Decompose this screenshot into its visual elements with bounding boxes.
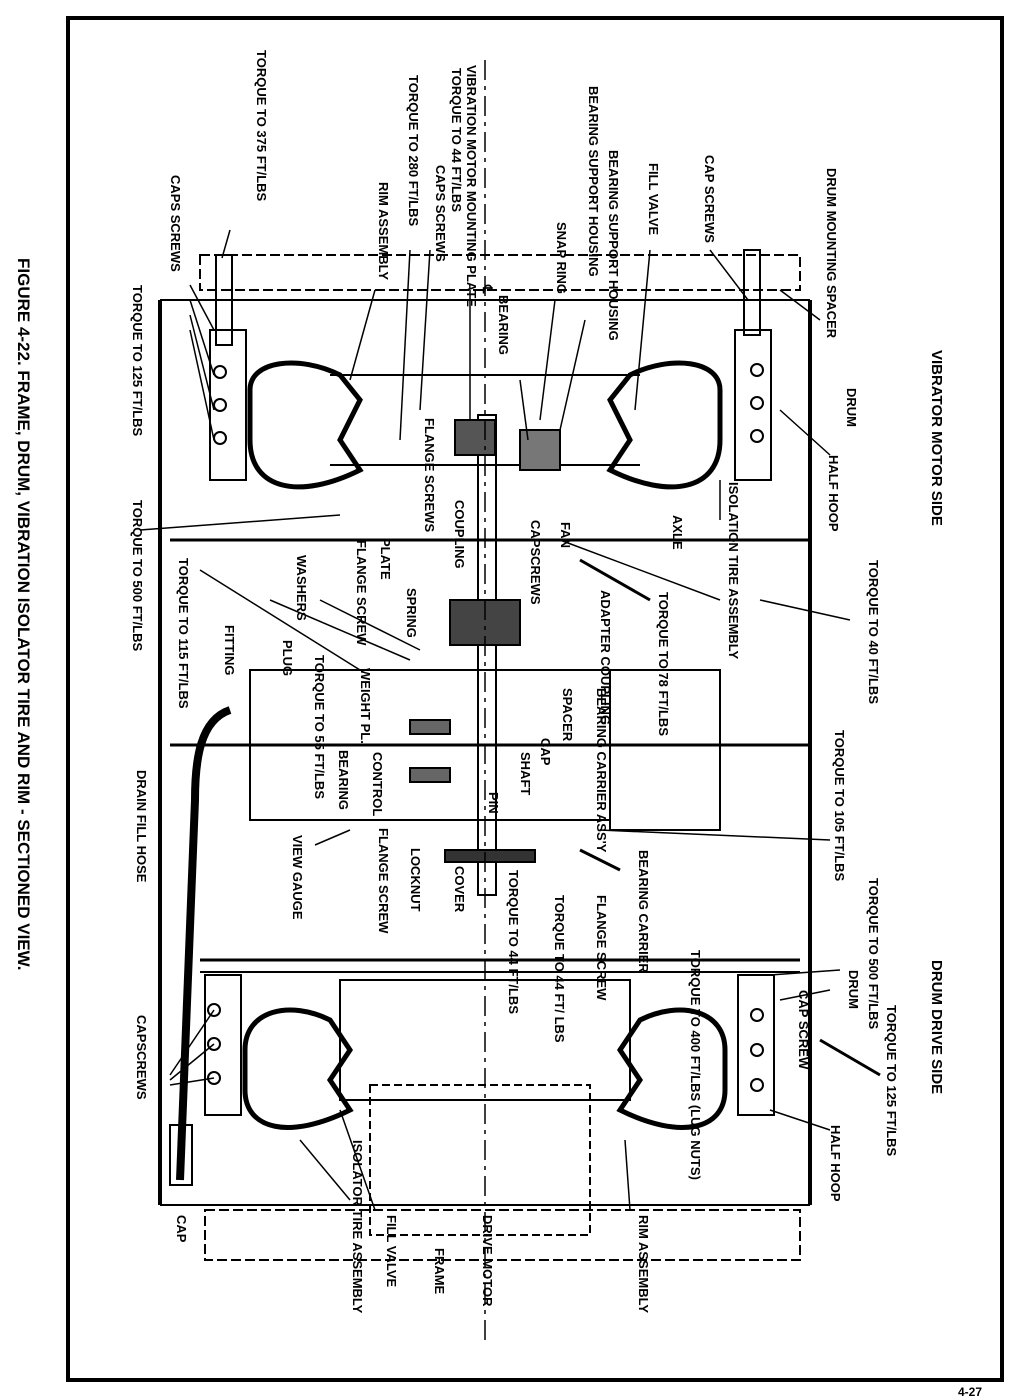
label-caps-screws-center: CAPS SCREWS — [433, 165, 448, 262]
label-torque-125-left: TORQUE TO 125 FT/LBS — [130, 285, 145, 437]
label-capscrews-bottom: CAPSCREWS — [134, 1015, 149, 1100]
label-vibration-motor-mounting-plate: VIBRATION MOTOR MOUNTING PLATE — [464, 65, 479, 307]
label-control: CONTROL — [370, 752, 385, 817]
label-caps-screws-left: CAPS SCREWS — [168, 175, 183, 272]
label-torque-280: TORQUE TO 280 FT/LBS — [406, 75, 421, 227]
label-axle: AXLE — [670, 515, 685, 550]
label-weight-pl: WEIGHT PL. — [358, 668, 373, 744]
label-torque-40: TORQUE TO 40 FT/LBS — [866, 560, 881, 704]
label-cap-bottom: CAP — [174, 1215, 189, 1243]
label-fill-valve-top: FILL VALVE — [646, 163, 661, 236]
label-view-gauge: VIEW GAUGE — [290, 835, 305, 920]
label-pin: PIN — [486, 792, 501, 814]
cover-plate — [444, 849, 536, 863]
label-plug: PLUG — [280, 640, 295, 677]
label-cap-screws-top: CAP SCREWS — [702, 155, 717, 243]
label-flange-screw-3: FLANGE SCREW — [594, 895, 609, 1001]
bolt-left-top — [215, 254, 233, 346]
label-bearing-carrier: BEARING CARRIER — [636, 850, 651, 973]
label-torque-44-top: TORQUE TO 44 FT/LBS — [449, 68, 464, 212]
frame-rail-top — [199, 254, 801, 291]
half-hoop-top-right — [734, 329, 772, 481]
label-isolation-tire-assembly-top: ISOLATION TIRE ASSEMBLY — [726, 482, 741, 660]
label-centerline: ℄ — [480, 285, 495, 294]
figure-caption: FIGURE 4-22. FRAME, DRUM, VIBRATION ISOL… — [14, 258, 33, 971]
label-frame: FRAME — [432, 1248, 447, 1295]
label-flange-screw-2: FLANGE SCREW — [376, 828, 391, 934]
label-spacer: SPACER — [560, 688, 575, 742]
label-cap-screw-bottom: CAP SCREW — [796, 990, 811, 1070]
bearing-carrier-housing — [609, 669, 721, 831]
bolt-right-top — [743, 249, 761, 336]
half-hoop-top-left — [209, 329, 247, 481]
label-half-hoop-top: HALF HOOP — [826, 455, 841, 532]
side-label-drum-drive: DRUM DRIVE SIDE — [928, 960, 945, 1095]
label-fitting: FITTING — [222, 625, 237, 676]
label-torque-44-lower: TORQUE TO 44 FT/LBS — [506, 870, 521, 1014]
label-bearing-support-housing-2: BEARING SUPPORT HOUSING — [606, 150, 621, 341]
label-drain-fill-hose: DRAIN FILL HOSE — [134, 770, 149, 883]
label-torque-105: TORQUE TO 105 FT/LBS — [832, 730, 847, 882]
half-hoop-bottom-right — [737, 974, 775, 1116]
bearing-support — [519, 429, 561, 471]
weight — [409, 767, 451, 783]
label-fan: FAN — [558, 522, 573, 548]
isolator-tire-bottom-right — [616, 1007, 728, 1130]
label-cap-mid: CAP — [538, 738, 553, 766]
label-bearing-support-housing-1: BEARING SUPPORT HOUSING — [586, 86, 601, 277]
label-torque-400-lug-nuts: TORQUE TO 400 FT/LBS (LUG NUTS) — [688, 950, 703, 1180]
spring — [409, 719, 451, 735]
label-bearing-mid: BEARING — [336, 750, 351, 810]
label-flange-screws-1: FLANGE SCREWS — [422, 418, 437, 533]
label-isolator-tire-assembly: ISOLATOR TIRE ASSEMBLY — [350, 1140, 365, 1314]
label-torque-55: TORQUE TO 55 FT/LBS — [312, 655, 327, 799]
hose-cap — [169, 1124, 193, 1186]
label-drum-bottom: DRUM — [846, 970, 861, 1009]
label-locknut: LOCKNUT — [408, 848, 423, 912]
label-torque-78: TORQUE TO 78 FT/LBS — [656, 592, 671, 736]
label-washers: WASHERS — [294, 555, 309, 621]
label-flange-screw-1: FLANGE SCREW — [354, 540, 369, 646]
frame-rail-bottom — [204, 1209, 801, 1261]
label-half-hoop-bottom: HALF HOOP — [828, 1125, 843, 1202]
label-torque-375: TORQUE TO 375 FT/LBS — [254, 50, 269, 202]
label-torque-125-right: TORQUE TO 125 FT/LBS — [884, 1005, 899, 1157]
label-cover: COVER — [452, 866, 467, 913]
isolator-tire-bottom-left — [242, 1007, 354, 1130]
label-bearing-carrier-assy: BEARING CARRIER ASS'Y — [594, 688, 609, 853]
label-coupling: COUPLING — [452, 500, 467, 569]
label-shaft: SHAFT — [518, 752, 533, 796]
label-drive-motor: DRIVE MOTOR — [480, 1215, 495, 1307]
label-spring: SPRING — [404, 588, 419, 638]
label-drum-mounting-spacer: DRUM MOUNTING SPACER — [824, 168, 839, 339]
label-torque-115: TORQUE TO 115 FT/LBS — [176, 558, 191, 709]
figure-frame — [66, 16, 1004, 1382]
label-torque-44-ft: TORQUE TO 44 FT/ LBS — [552, 895, 567, 1043]
isolation-tire-top-right — [606, 360, 723, 490]
drive-motor — [369, 1084, 591, 1236]
axle — [477, 414, 497, 896]
label-drum-top: DRUM — [844, 388, 859, 427]
side-label-vibrator-motor: VIBRATOR MOTOR SIDE — [928, 350, 945, 526]
label-rim-assembly-top: RIM ASSEMBLY — [376, 182, 391, 280]
isolation-tire-top-left — [247, 360, 364, 490]
label-torque-500-left: TORQUE TO 500 FT/LBS — [130, 500, 145, 652]
label-snap-ring: SNAP RING — [554, 222, 569, 294]
label-bearing-left: BEARING — [496, 295, 511, 355]
label-capscrews-mid: CAPSCREWS — [528, 520, 543, 605]
drain-fill-hose — [176, 706, 232, 1181]
label-plate: PLATE — [378, 538, 393, 580]
bearing-block — [454, 419, 496, 456]
page-number: 4-27 — [958, 1385, 983, 1399]
label-fill-valve-bottom: FILL VALVE — [384, 1215, 399, 1288]
label-rim-assembly-bottom: RIM ASSEMBLY — [636, 1215, 651, 1313]
half-hoop-bottom-left — [204, 974, 242, 1116]
label-torque-500-top-right: TORQUE TO 500 FT/LBS — [866, 878, 881, 1030]
